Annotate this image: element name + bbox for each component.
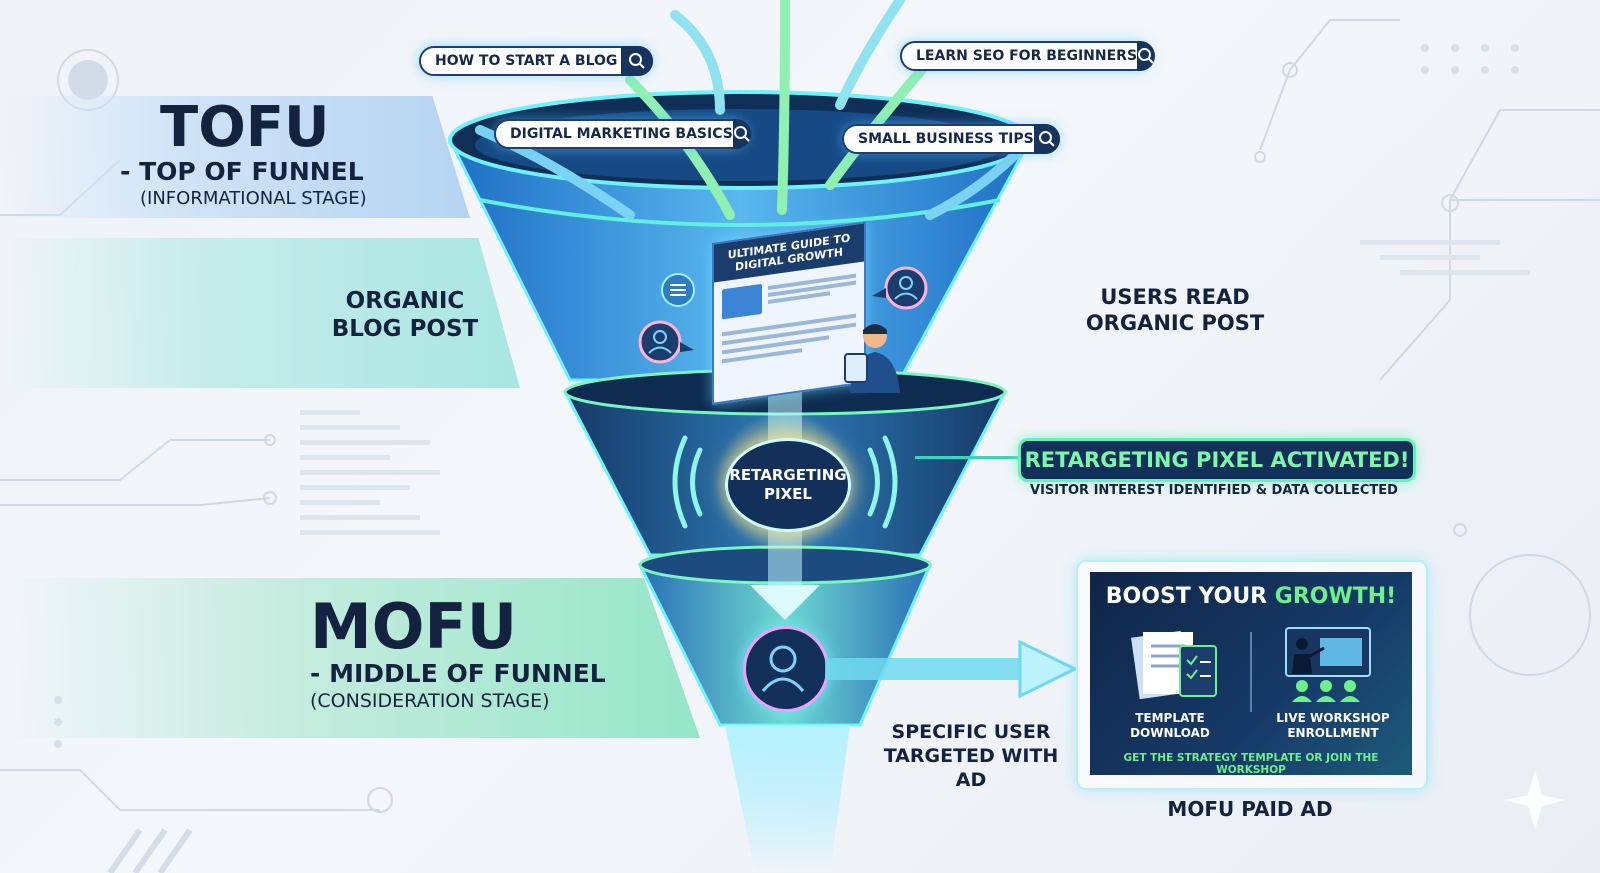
ad-headline-part1: BOOST YOUR bbox=[1105, 584, 1275, 609]
user-avatar-icon bbox=[872, 266, 928, 310]
tofu-title: TOFU bbox=[160, 95, 330, 160]
ad-cta-text[interactable]: GET THE STRATEGY TEMPLATE OR JOIN THE WO… bbox=[1123, 752, 1379, 776]
live-workshop-icon bbox=[1285, 627, 1371, 702]
targeted-line2: TARGETED WITH AD bbox=[883, 745, 1059, 791]
targeted-user-label: SPECIFIC USER TARGETED WITH AD bbox=[876, 720, 1066, 792]
option1-line2: DOWNLOAD bbox=[1130, 726, 1210, 740]
mofu-title: MOFU bbox=[310, 590, 518, 663]
pixel-activated-banner: RETARGETING PIXEL ACTIVATED! bbox=[1018, 438, 1416, 482]
retargeting-pixel-badge[interactable]: RETARGETING PIXEL bbox=[725, 438, 851, 532]
search-query-text: LEARN SEO FOR BEGINNERS bbox=[916, 48, 1138, 64]
users-read-line1: USERS READ bbox=[1100, 285, 1250, 309]
template-document-icon bbox=[1131, 630, 1217, 700]
search-query-start-blog[interactable]: HOW TO START A BLOG bbox=[419, 46, 653, 76]
option2-line2: ENROLLMENT bbox=[1287, 726, 1379, 740]
ad-option-workshop[interactable]: LIVE WORKSHOP ENROLLMENT bbox=[1258, 711, 1408, 741]
search-query-marketing-basics[interactable]: DIGITAL MARKETING BASICS bbox=[494, 119, 751, 149]
search-icon[interactable] bbox=[1033, 124, 1060, 154]
search-query-text: HOW TO START A BLOG bbox=[435, 53, 618, 69]
pixel-connector-line bbox=[915, 456, 1020, 459]
ad-caption: MOFU PAID AD bbox=[1167, 797, 1333, 821]
search-icon[interactable] bbox=[621, 46, 653, 76]
mofu-paid-ad[interactable]: BOOST YOUR GROWTH! TEMPLATE DOWNLO bbox=[1090, 572, 1412, 776]
mofu-subtitle: - MIDDLE OF FUNNEL bbox=[310, 659, 606, 688]
reader-person-icon bbox=[844, 324, 900, 393]
pixel-label-line2: PIXEL bbox=[764, 485, 812, 503]
search-query-learn-seo[interactable]: LEARN SEO FOR BEGINNERS bbox=[900, 41, 1156, 71]
organic-label-line1: ORGANIC bbox=[345, 288, 465, 314]
organic-blog-post-label: ORGANIC BLOG POST bbox=[320, 287, 490, 343]
image-icon bbox=[722, 283, 762, 320]
mofu-stage: (CONSIDERATION STAGE) bbox=[310, 690, 550, 712]
mofu-band bbox=[0, 578, 700, 738]
organic-band bbox=[0, 238, 520, 388]
user-avatar-icon bbox=[638, 320, 694, 364]
option2-line1: LIVE WORKSHOP bbox=[1276, 711, 1390, 725]
ad-headline: BOOST YOUR GROWTH! bbox=[1090, 584, 1412, 609]
users-read-label: USERS READ ORGANIC POST bbox=[1080, 284, 1270, 336]
targeted-user-avatar bbox=[743, 626, 829, 712]
tofu-stage: (INFORMATIONAL STAGE) bbox=[140, 188, 367, 209]
organic-label-line2: BLOG POST bbox=[331, 316, 479, 342]
search-query-small-business[interactable]: SMALL BUSINESS TIPS bbox=[842, 124, 1060, 154]
ad-divider bbox=[1250, 632, 1252, 712]
tofu-subtitle: - TOP OF FUNNEL bbox=[120, 157, 364, 186]
arrow-to-ad bbox=[825, 639, 1079, 699]
ad-option-template[interactable]: TEMPLATE DOWNLOAD bbox=[1100, 711, 1240, 741]
pixel-activated-subtitle: VISITOR INTEREST IDENTIFIED & DATA COLLE… bbox=[1030, 483, 1398, 498]
search-icon[interactable] bbox=[732, 119, 751, 149]
search-query-text: SMALL BUSINESS TIPS bbox=[858, 131, 1034, 147]
tofu-band bbox=[0, 96, 470, 218]
option1-line1: TEMPLATE bbox=[1135, 711, 1205, 725]
ad-headline-part2: GROWTH! bbox=[1274, 584, 1397, 609]
users-read-line2: ORGANIC POST bbox=[1085, 311, 1265, 335]
search-icon[interactable] bbox=[1137, 41, 1156, 71]
pixel-label-line1: RETARGETING bbox=[729, 466, 847, 484]
chat-bubble-icon bbox=[661, 273, 695, 307]
user-icon bbox=[761, 645, 805, 692]
targeted-line1: SPECIFIC USER bbox=[891, 721, 1051, 743]
search-query-text: DIGITAL MARKETING BASICS bbox=[510, 126, 733, 142]
